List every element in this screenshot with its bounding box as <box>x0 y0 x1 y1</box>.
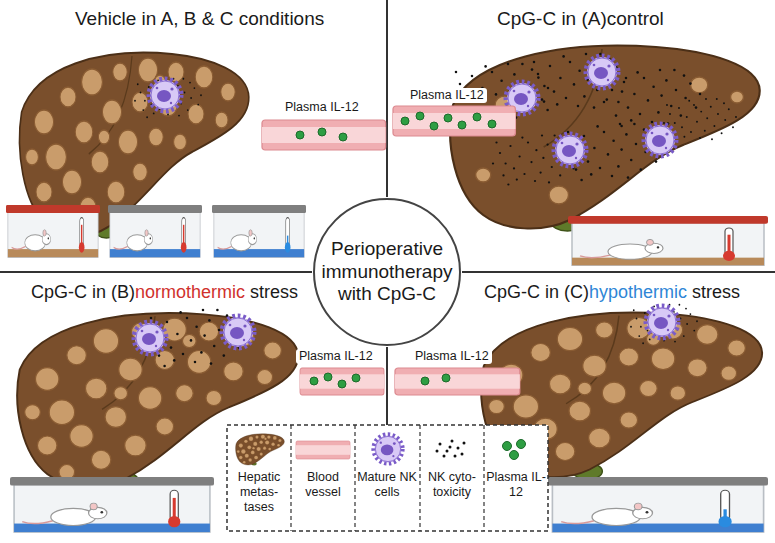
plasma-label: Plasma IL-12 <box>296 349 376 364</box>
panel-heading: CpG-C in (A)control <box>497 8 664 31</box>
panel-heading: CpG-C in (B)normothermic stress <box>31 282 298 304</box>
plasma-label: Plasma IL-12 <box>282 100 362 115</box>
plasma-label: Plasma IL-12 <box>407 88 487 103</box>
panel-heading: CpG-C in (C)hypothermic stress <box>484 282 740 304</box>
circle-text: Perioperative immunotherapy with CpG-C <box>320 238 454 306</box>
heading-highlight: hypothermic <box>589 282 687 302</box>
legend-text: Hepatic metas-tases <box>229 470 289 515</box>
legend-text: Mature NK cells <box>357 470 417 500</box>
center-circle: Perioperative immunotherapy with CpG-C <box>312 197 462 347</box>
panel-heading: Vehicle in A, B & C conditions <box>75 8 324 31</box>
legend-text: NK cyto-toxicity <box>422 470 482 500</box>
heading-highlight: normothermic <box>135 282 245 302</box>
plasma-label: Plasma IL-12 <box>412 349 492 364</box>
legend-text: Plasma IL-12 <box>486 470 546 500</box>
legend-text: Blood vessel <box>293 470 353 500</box>
circle-shape <box>314 199 460 345</box>
